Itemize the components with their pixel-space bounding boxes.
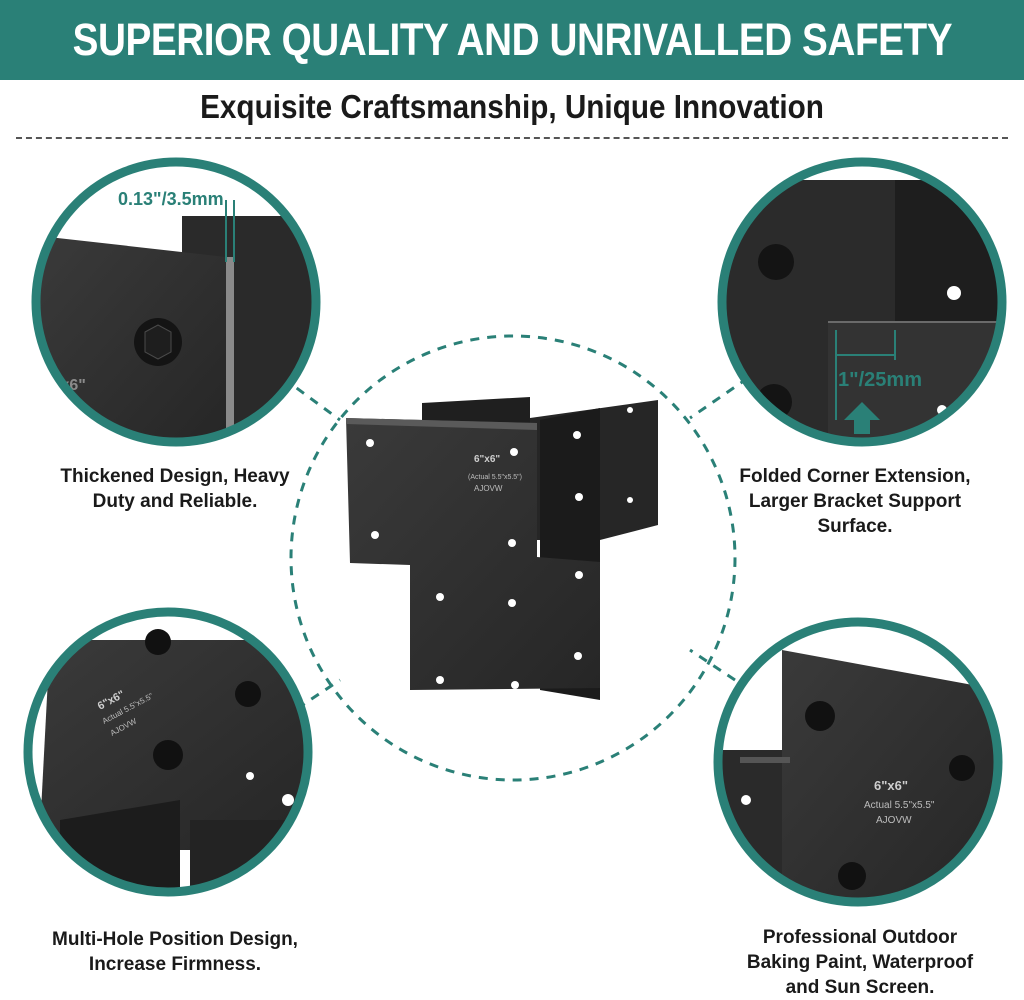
caption-line: Surface. — [817, 516, 893, 537]
caption-line: Duty and Reliable. — [92, 491, 258, 512]
title-banner: SUPERIOR QUALITY AND UNRIVALLED SAFETY — [0, 0, 1024, 80]
bracket-product-image — [346, 397, 658, 700]
feature-caption-thickened: Thickened Design, Heavy Duty and Reliabl… — [30, 464, 320, 514]
caption-line: Professional Outdoor — [762, 927, 958, 948]
feature-caption-folded-corner: Folded Corner Extension, Larger Bracket … — [700, 464, 1010, 539]
caption-line: Folded Corner Extension, — [739, 466, 971, 487]
caption-line: Thickened Design, Heavy — [60, 466, 290, 487]
feature-caption-multi-hole: Multi-Hole Position Design, Increase Fir… — [30, 927, 320, 977]
thickness-measurement: 0.13"/3.5mm — [118, 189, 224, 209]
caption-line: Multi-Hole Position Design, — [52, 929, 298, 950]
coating-actual-label: Actual 5.5"x5.5" — [864, 800, 935, 811]
dashed-connectors — [282, 334, 749, 782]
caption-line: Larger Bracket Support — [748, 491, 962, 512]
center-dashed-ring — [289, 334, 737, 782]
caption-line: Baking Paint, Waterproof — [746, 952, 974, 973]
coating-size-label: 6"x6" — [874, 778, 908, 793]
caption-line: Increase Firmness. — [88, 954, 262, 975]
bracket-size-label: 6"x6" — [474, 454, 500, 465]
bracket-actual-label: (Actual 5.5"x5.5") — [468, 474, 522, 481]
caption-line: and Sun Screen. — [785, 977, 935, 998]
bracket-brand-label: AJOVW — [474, 484, 503, 493]
feature-caption-baking-paint: Professional Outdoor Baking Paint, Water… — [700, 925, 1020, 1000]
coating-brand-label: AJOVW — [876, 815, 912, 826]
dashed-divider — [16, 137, 1008, 139]
up-arrow-icon — [844, 402, 880, 434]
coating-detail-circle: 6"x6" Actual 5.5"x5.5" AJOVW — [718, 622, 998, 902]
corner-measurement: 1"/25mm — [838, 369, 922, 391]
subtitle: Exquisite Craftsmanship, Unique Innovati… — [200, 88, 824, 125]
thickness-detail-circle: 6"x6" — [36, 162, 316, 442]
banner-title: SUPERIOR QUALITY AND UNRIVALLED SAFETY — [72, 14, 952, 65]
